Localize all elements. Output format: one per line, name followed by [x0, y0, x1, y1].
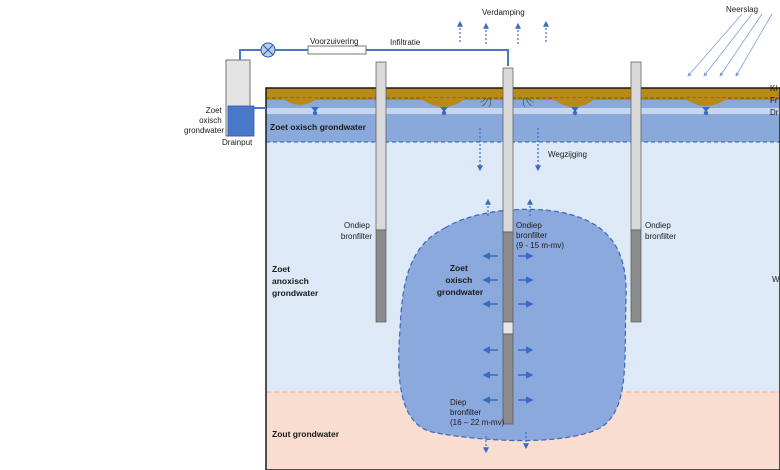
well-screen: [375, 229, 387, 323]
drain-nozzles: [311, 107, 710, 116]
label-voorzuivering: Voorzuivering: [310, 37, 358, 46]
well-left: [375, 61, 387, 323]
label-wegzijging: Wegzijging: [548, 150, 587, 159]
label-right-cut-1: Kl: [770, 84, 777, 93]
label-verdamping: Verdamping: [482, 8, 525, 17]
well-screen-deep: [502, 333, 514, 425]
label-plume: Zoet oxisch grondwater: [437, 263, 484, 297]
label-right-cut-3: Dr: [770, 108, 779, 117]
drain-layer: [266, 108, 780, 114]
block-frame: [265, 87, 780, 470]
clay-layer: [266, 88, 780, 100]
well-right: [630, 61, 642, 323]
clay-pocket: [684, 98, 728, 106]
clay-pocket: [552, 98, 596, 107]
label-right-cut-4: W: [772, 275, 780, 284]
infiltration-pipe: [239, 42, 509, 66]
seepage-arrows: [477, 128, 541, 172]
label-neerslag: Neerslag: [726, 5, 758, 14]
clay-pocket: [282, 98, 318, 105]
label-infiltratie: Infiltratie: [390, 38, 421, 47]
label-ondiep-right: Ondiep bronfilter: [645, 221, 676, 241]
fresh-oxic-layer: [266, 100, 780, 142]
label-zoet-anoxisch: Zoet anoxisch grondwater: [272, 264, 319, 298]
label-zoet-oxisch-grondwater: Zoet oxisch grondwater: [270, 122, 367, 132]
plume-vertical-arrows: [483, 198, 533, 454]
well-screen-shallow: [502, 231, 514, 323]
lateral-flow-arrows: [482, 252, 534, 404]
well-screen: [630, 229, 642, 323]
clay-pocket: [420, 98, 466, 107]
drainput: [225, 59, 266, 137]
label-diep-center: Diep bronfilter (16 – 22 m-mv): [450, 398, 505, 427]
label-ondiep-left: Ondiep bronfilter: [341, 221, 372, 241]
label-zout-grondwater: Zout grondwater: [272, 429, 340, 439]
precipitation-lines: [687, 13, 773, 77]
well-center: [502, 67, 514, 425]
label-drainput: Drainput: [222, 138, 253, 147]
roots: [479, 97, 535, 108]
label-right-cut-2: Fr: [770, 96, 778, 105]
label-ondiep-center: Ondiep bronfilter (9 - 15 m-mv): [516, 221, 564, 250]
pretreatment-box: [307, 45, 367, 55]
label-drainput-water: Zoet oxisch grondwater: [184, 106, 224, 135]
evaporation-arrows: [457, 20, 549, 44]
